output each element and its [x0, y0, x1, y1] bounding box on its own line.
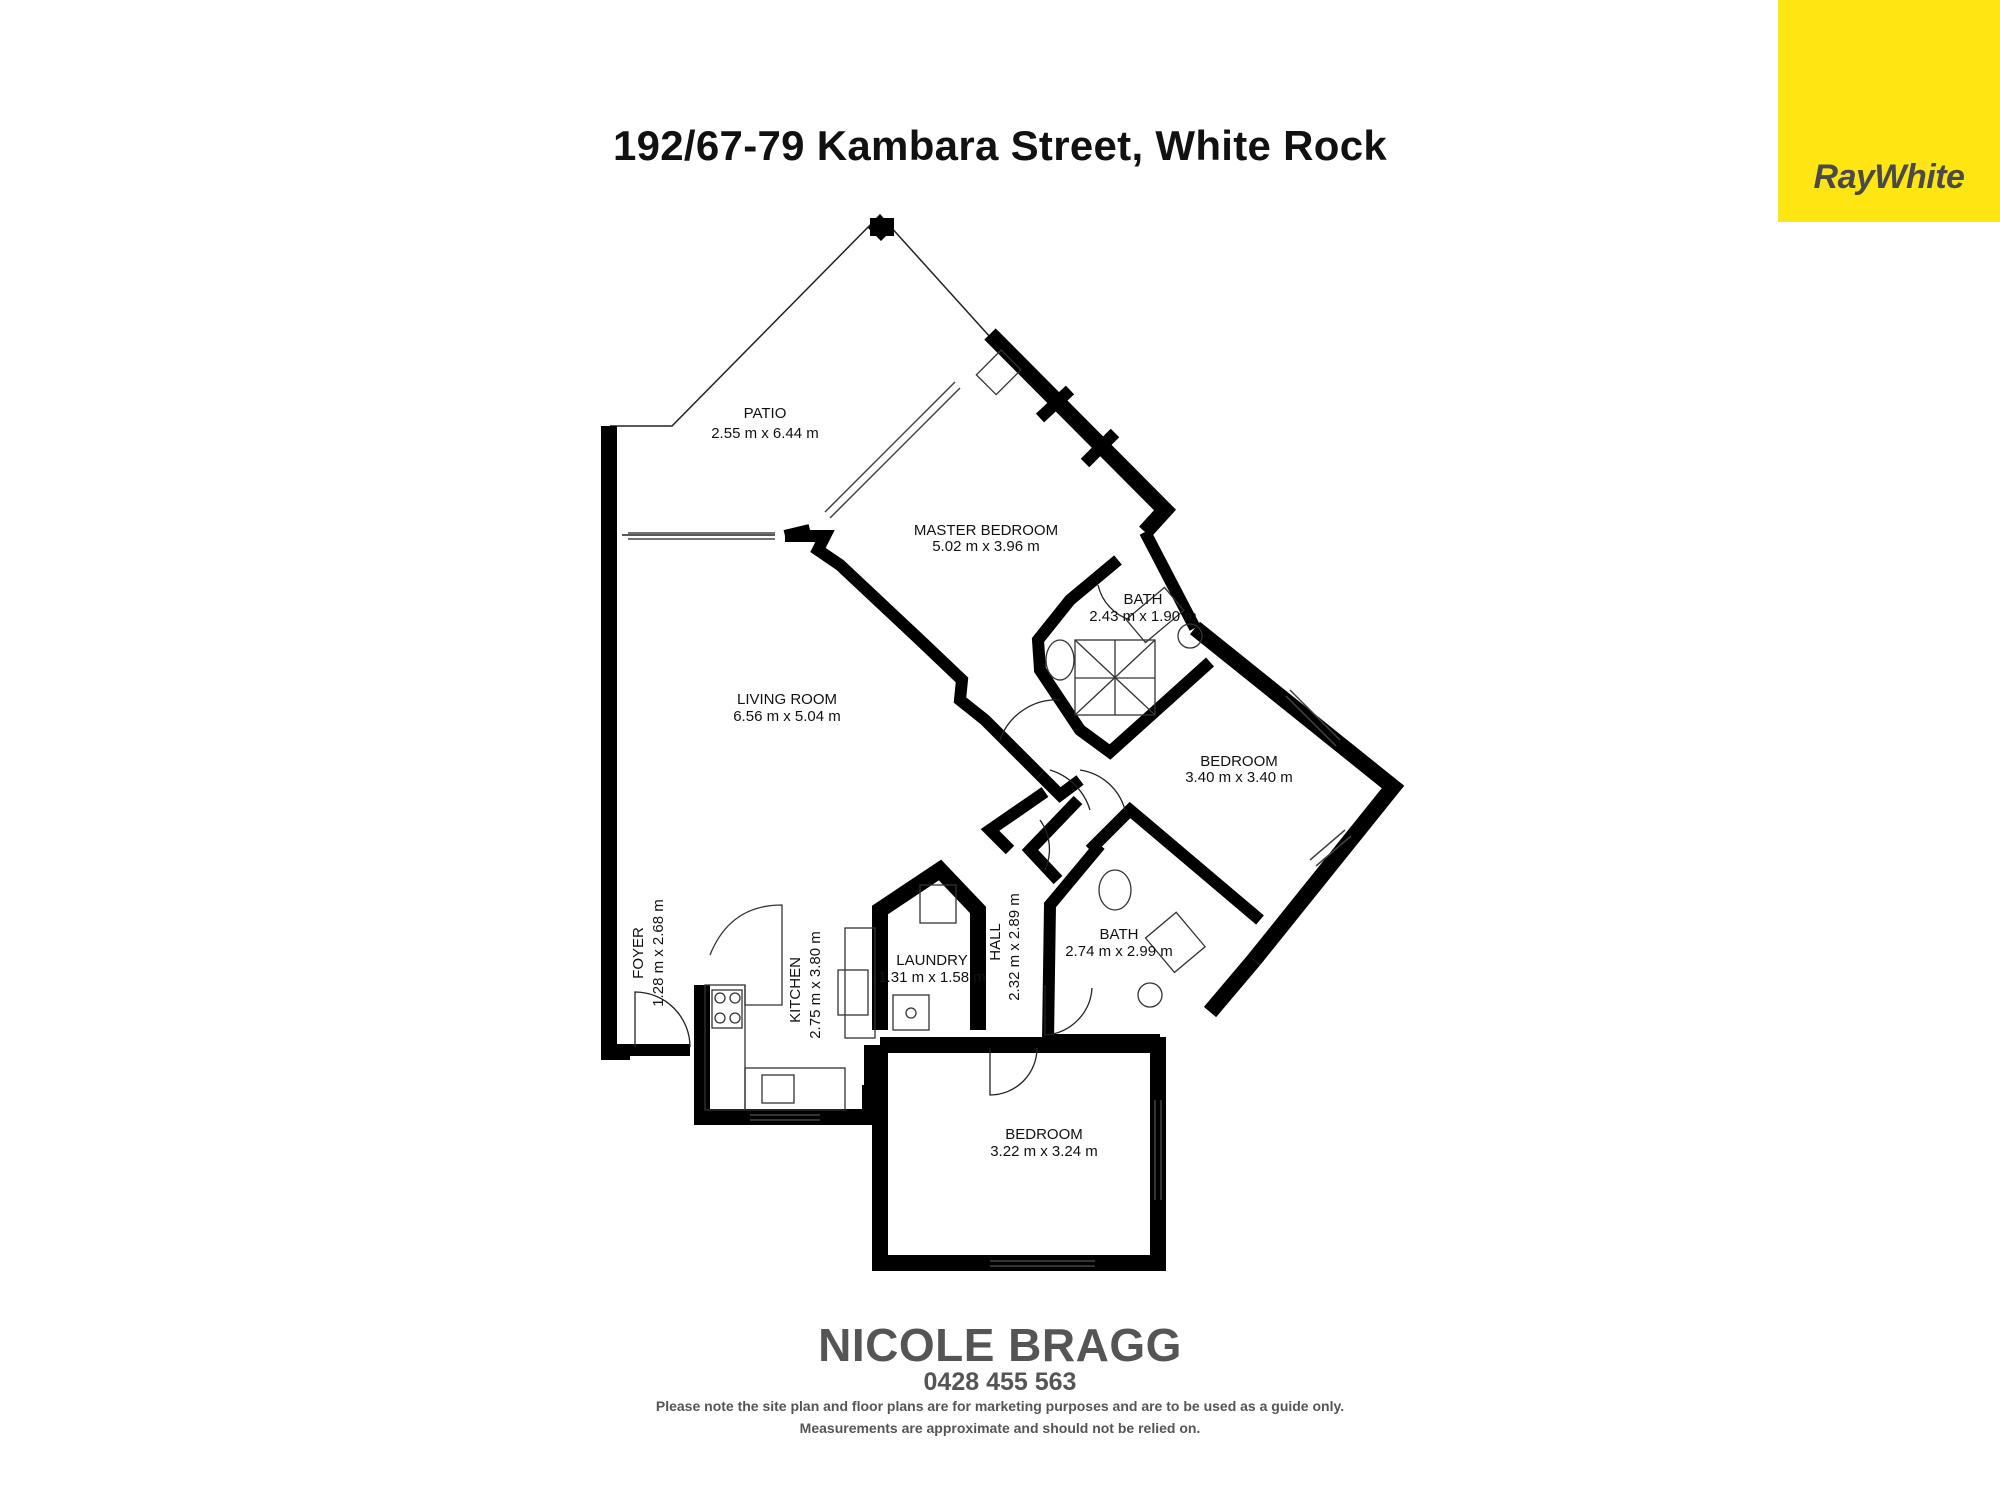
- patio-outline: [610, 213, 1001, 536]
- windows: [628, 381, 1352, 1267]
- room-labels: PATIO 2.55 m x 6.44 m MASTER BEDROOM 5.0…: [630, 405, 1293, 1160]
- disclaimer-line-2: Measurements are approximate and should …: [799, 1420, 1201, 1436]
- agent-phone: 0428 455 563: [923, 1368, 1077, 1396]
- room-dims-foyer: 1.28 m x 2.68 m: [650, 899, 667, 1007]
- room-name-hall: HALL: [987, 923, 1004, 961]
- room-dims-kitchen: 2.75 m x 3.80 m: [807, 931, 824, 1039]
- agent-name: NICOLE BRAGG: [818, 1319, 1182, 1371]
- room-dims-bath-main: 2.74 m x 2.99 m: [1065, 943, 1173, 960]
- room-name-foyer: FOYER: [630, 927, 647, 979]
- room-name-bath-ensuite: BATH: [1124, 591, 1163, 608]
- room-name-bedroom-3: BEDROOM: [1005, 1126, 1083, 1143]
- patio-corner-notch: [868, 215, 894, 241]
- exterior-walls: [601, 328, 1405, 1271]
- room-name-master-bedroom: MASTER BEDROOM: [914, 522, 1058, 539]
- ray-white-logo: RayWhite: [1778, 0, 2000, 222]
- room-name-laundry: LAUNDRY: [896, 952, 967, 969]
- room-name-patio: PATIO: [744, 405, 787, 422]
- room-dims-laundry: 1.31 m x 1.58 m: [878, 969, 986, 986]
- room-dims-patio: 2.55 m x 6.44 m: [711, 425, 819, 442]
- room-dims-master-bedroom: 5.02 m x 3.96 m: [932, 538, 1040, 555]
- room-dims-living-room: 6.56 m x 5.04 m: [733, 708, 841, 725]
- logo-text: RayWhite: [1813, 158, 1965, 196]
- room-dims-bedroom-3: 3.22 m x 3.24 m: [990, 1143, 1098, 1160]
- room-name-bedroom-2: BEDROOM: [1200, 753, 1278, 770]
- disclaimer-line-1: Please note the site plan and floor plan…: [655, 1398, 1345, 1414]
- room-dims-bedroom-2: 3.40 m x 3.40 m: [1185, 769, 1293, 786]
- room-name-living-room: LIVING ROOM: [737, 691, 837, 708]
- fixtures: [704, 349, 1207, 1111]
- room-name-kitchen: KITCHEN: [787, 957, 804, 1023]
- room-dims-hall: 2.32 m x 2.89 m: [1006, 893, 1023, 1001]
- property-address-title: 192/67-79 Kambara Street, White Rock: [612, 122, 1388, 169]
- door-swings: [634, 584, 1131, 1096]
- room-name-bath-main: BATH: [1100, 926, 1139, 943]
- interior-walls: [609, 385, 1264, 1085]
- room-dims-bath-ensuite: 2.43 m x 1.90 m: [1089, 608, 1197, 625]
